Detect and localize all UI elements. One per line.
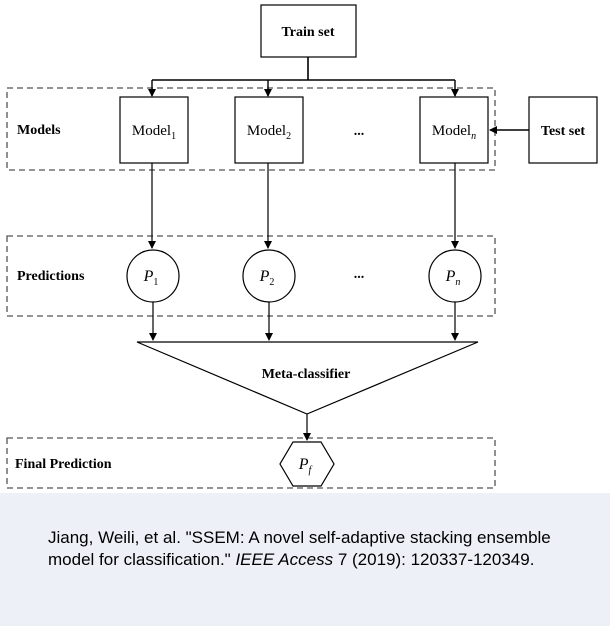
model-2-box [234,96,304,164]
citation: Jiang, Weili, et al. "SSEM: A novel self… [48,527,588,571]
model-2-label: Model2 [247,123,291,142]
prediction-2-label: P2 [259,268,275,288]
final-prediction-row [6,437,496,489]
prediction-n-label: Pn [445,268,461,288]
model-n-box [419,96,489,164]
predictions-row-label: Predictions [17,269,85,284]
citation-authors-title: Jiang, Weili, et al. "SSEM: A novel self… [48,528,551,569]
train-set-label: Train set [281,25,334,40]
model-1-label: Model1 [132,123,176,142]
citation-journal: IEEE Access [235,550,334,569]
stacking-ensemble-diagram: Models Predictions Final Prediction Trai… [6,4,598,489]
train-set-connector [152,57,455,81]
prediction-1-label: P1 [143,268,159,288]
models-ellipsis: ... [354,124,365,139]
model-1-box [119,96,189,164]
meta-classifier-triangle [136,341,479,415]
models-row [6,87,496,171]
models-row-label: Models [17,123,61,138]
final-prediction-row-label: Final Prediction [15,457,112,472]
predictions-row [6,235,496,317]
final-prediction-node [279,441,335,487]
final-prediction-label: Pf [298,456,313,476]
test-set-label: Test set [541,124,586,139]
model-n-label: Modeln [432,123,476,142]
meta-classifier-label: Meta-classifier [262,367,351,382]
predictions-ellipsis: ... [354,267,365,282]
test-set-box [528,96,598,164]
citation-details: 7 (2019): 120337-120349. [337,550,535,569]
